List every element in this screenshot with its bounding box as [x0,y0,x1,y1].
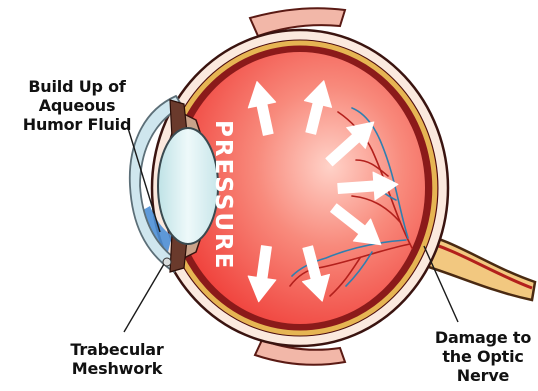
meshwork-leader-line [124,264,164,332]
fluid-buildup-label: Build Up of Aqueous Humor Fluid [2,77,152,134]
trabecular-meshwork-label: Trabecular Meshwork [42,340,192,378]
pressure-label: PRESSURE [210,120,236,270]
lens [158,128,218,244]
optic-nerve-damage-label: Damage to the Optic Nerve [427,328,538,385]
